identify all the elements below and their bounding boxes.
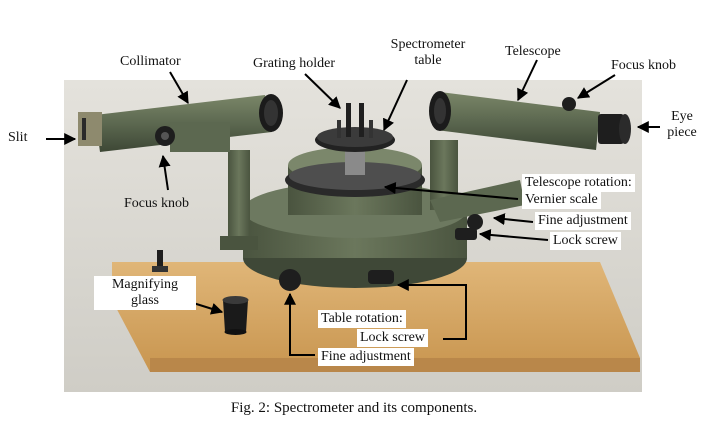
telescope-lock-screw bbox=[455, 228, 477, 240]
label-slit: Slit bbox=[8, 130, 28, 145]
telescope-tube bbox=[436, 92, 600, 150]
label-magnifying-glass-line2: glass bbox=[131, 293, 159, 308]
label-lock-screw-table: Lock screw bbox=[357, 329, 428, 347]
arrow-fine-adjustment-table bbox=[284, 292, 315, 356]
label-eye-piece-line2: piece bbox=[667, 125, 697, 140]
label-eye-piece-line1: Eye bbox=[671, 109, 693, 124]
arrow-lock-screw-telescope bbox=[478, 228, 549, 241]
slit-assembly bbox=[78, 112, 102, 146]
arrow-vernier-scale bbox=[383, 181, 519, 200]
label-grating-holder: Grating holder bbox=[253, 56, 336, 71]
annotation-arrows bbox=[46, 59, 660, 356]
label-telescope-rotation: Telescope rotation: bbox=[522, 174, 635, 192]
label-focus-knob-collimator: Focus knob bbox=[124, 196, 189, 211]
label-spectrometer-table-line1: Spectrometer bbox=[390, 37, 466, 52]
arrow-grating-holder bbox=[304, 73, 341, 109]
label-spectrometer-table-line2: table bbox=[414, 53, 442, 68]
label-magnifying-glass-line1: Magnifying bbox=[111, 277, 179, 292]
grating-holder bbox=[346, 103, 351, 137]
table-lock-screw bbox=[368, 270, 394, 284]
collimator-pillar bbox=[228, 150, 250, 245]
figure-caption: Fig. 2: Spectrometer and its components. bbox=[230, 400, 478, 416]
label-telescope: Telescope bbox=[505, 44, 561, 59]
label-fine-adjustment-table: Fine adjustment bbox=[318, 348, 414, 366]
label-magnifying-glass: Magnifying glass bbox=[94, 276, 196, 310]
telescope-fine-adjustment bbox=[467, 214, 483, 230]
label-eye-piece: Eye piece bbox=[660, 109, 704, 141]
arrow-fine-adjustment-telescope bbox=[492, 213, 534, 226]
label-table-rotation: Table rotation: bbox=[318, 310, 406, 328]
arrow-telescope bbox=[517, 59, 538, 102]
label-fine-adjustment-telescope: Fine adjustment bbox=[535, 212, 631, 230]
label-spectrometer-table: Spectrometer table bbox=[378, 37, 478, 69]
arrow-lock-screw-table bbox=[396, 279, 467, 340]
magnifying-glass bbox=[223, 300, 248, 332]
arrow-focus-knob-telescope bbox=[576, 74, 616, 99]
table-fine-adjustment bbox=[279, 269, 301, 291]
eyepiece bbox=[598, 114, 624, 144]
label-lock-screw-telescope: Lock screw bbox=[550, 232, 621, 250]
arrow-focus-knob-collimator bbox=[158, 154, 171, 191]
label-vernier-scale: Vernier scale bbox=[522, 191, 601, 209]
telescope-focus-knob bbox=[562, 97, 576, 111]
arrow-spectrometer-table bbox=[383, 79, 408, 132]
label-collimator: Collimator bbox=[120, 54, 181, 69]
label-focus-knob-telescope: Focus knob bbox=[611, 58, 676, 73]
arrow-collimator bbox=[169, 71, 189, 105]
